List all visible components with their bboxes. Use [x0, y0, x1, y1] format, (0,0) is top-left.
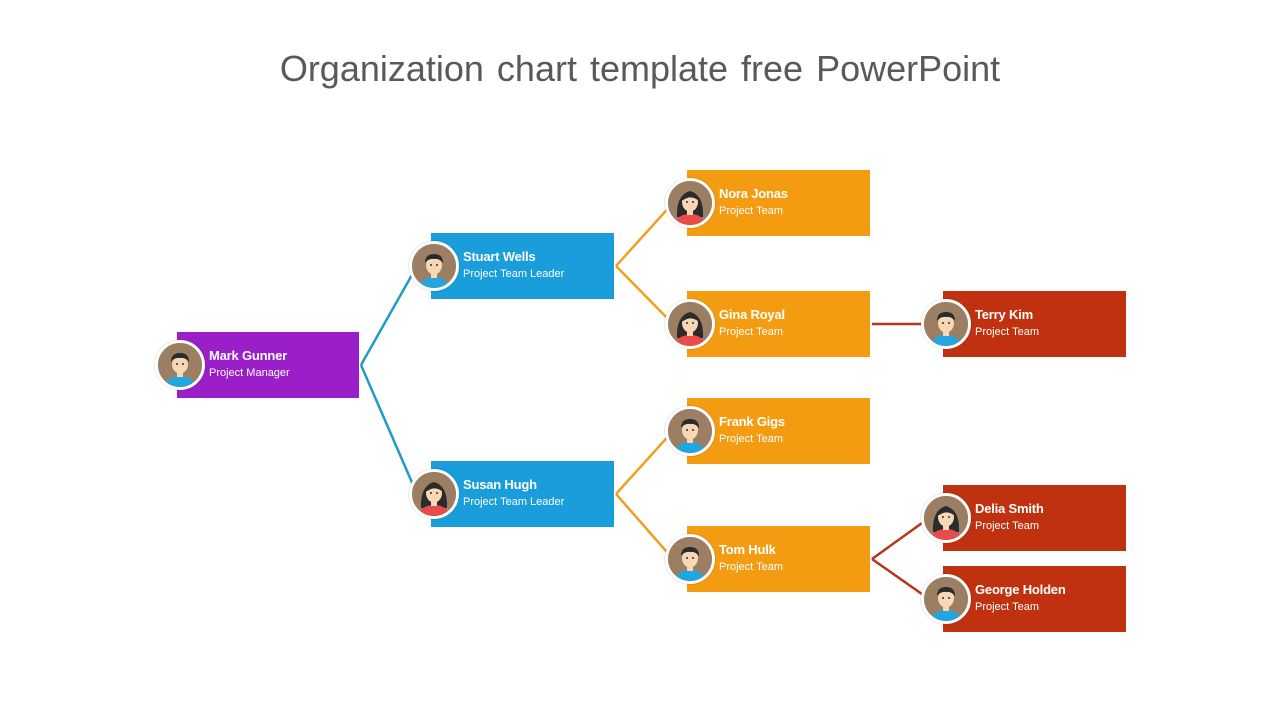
node-name: Stuart Wells [463, 249, 536, 264]
node-name: Gina Royal [719, 307, 785, 322]
female-avatar-icon [921, 493, 971, 543]
node-role: Project Team Leader [463, 496, 565, 508]
connector-stuart-nora [615, 202, 674, 267]
node-role: Project Team [719, 561, 783, 573]
node-role: Project Manager [209, 367, 290, 379]
node-name: Terry Kim [975, 307, 1033, 322]
node-box [687, 291, 870, 357]
female-avatar-icon [409, 469, 459, 519]
connector-mark-susan [359, 364, 419, 495]
node-role: Project Team Leader [463, 268, 565, 280]
male-avatar-icon [665, 406, 715, 456]
slide-title: Organization chart template free PowerPo… [279, 48, 1001, 89]
node-box [687, 170, 870, 236]
node-box [431, 461, 614, 527]
connector-tom-george [871, 557, 930, 601]
node-box [687, 526, 870, 592]
node-name: Tom Hulk [719, 542, 776, 557]
connector-tom-delia [871, 516, 930, 561]
node-name: Susan Hugh [463, 477, 537, 492]
node-role: Project Team [975, 601, 1039, 613]
node-box [943, 566, 1126, 632]
node-role: Project Team [719, 205, 783, 217]
node-role: Project Team [975, 326, 1039, 338]
node-role: Project Team [719, 326, 783, 338]
connector-susan-tom [615, 493, 674, 560]
node-name: Delia Smith [975, 501, 1044, 516]
male-avatar-icon [921, 574, 971, 624]
node-box [943, 291, 1126, 357]
connector-stuart-gina [615, 265, 674, 325]
female-avatar-icon [665, 178, 715, 228]
node-box [687, 398, 870, 464]
node-role: Project Team [719, 433, 783, 445]
node-role: Project Team [975, 520, 1039, 532]
node-name: Nora Jonas [719, 186, 788, 201]
male-avatar-icon [155, 340, 205, 390]
node-box [177, 332, 359, 398]
node-box [431, 233, 614, 299]
node-box [943, 485, 1126, 551]
node-name: Frank Gigs [719, 414, 785, 429]
male-avatar-icon [921, 299, 971, 349]
connector-susan-frank [615, 430, 674, 495]
male-avatar-icon [665, 534, 715, 584]
male-avatar-icon [409, 241, 459, 291]
node-name: Mark Gunner [209, 348, 287, 363]
female-avatar-icon [665, 299, 715, 349]
connector-mark-stuart [359, 265, 419, 366]
node-name: George Holden [975, 582, 1066, 597]
